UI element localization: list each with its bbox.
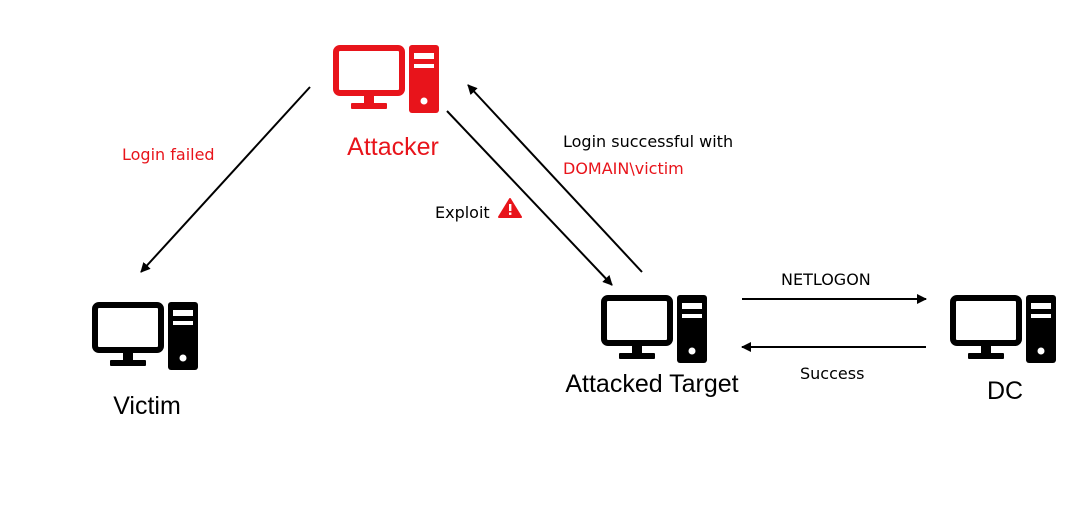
node-attacker-label: Attacker [347,133,439,161]
exploit-label: Exploit [435,203,490,222]
node-victim-label: Victim [113,392,181,420]
node-attacked-target-label: Attacked Target [565,370,738,398]
computer-icon [953,295,1056,363]
netlogon-label: NETLOGON [781,270,871,289]
node-attacker: Attacker [336,45,439,161]
computer-icon [604,295,707,363]
warning-icon [498,198,522,218]
edge-login-failed [140,86,311,273]
success-label: Success [800,364,864,383]
login-success-label: Login successful with [563,132,733,151]
login-failed-label: Login failed [122,145,215,164]
login-success-account: DOMAIN\victim [563,159,684,178]
edge-login-success [467,84,643,273]
node-dc: DC [953,295,1056,405]
node-dc-label: DC [987,377,1023,405]
node-attacked-target: Attacked Target [565,295,739,398]
edge-exploit [446,110,613,286]
computer-icon [95,302,198,370]
computer-icon [336,45,439,113]
node-victim: Victim [95,302,198,420]
